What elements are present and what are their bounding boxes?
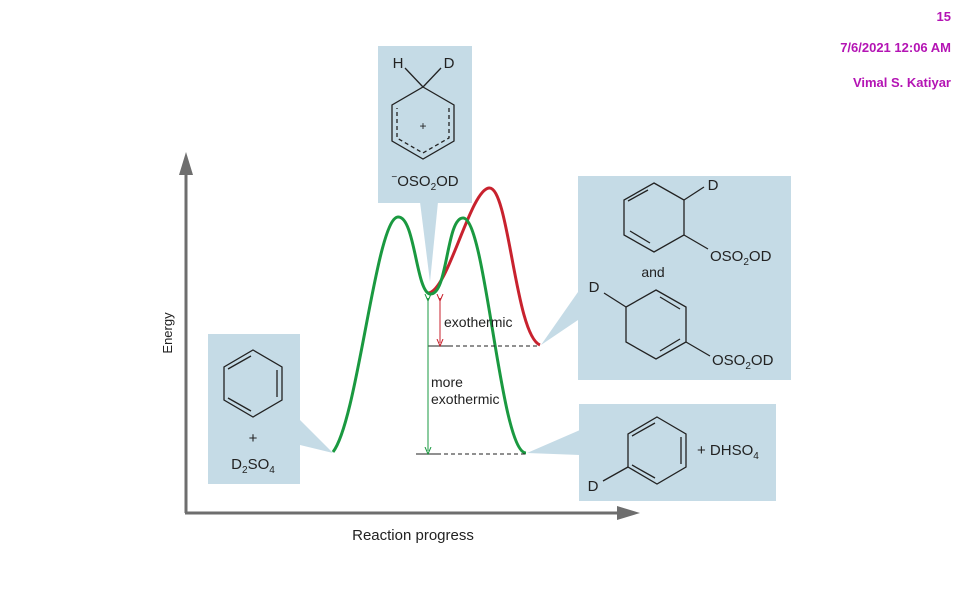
substitution-products-callout: D + DHSO4 xyxy=(527,404,776,501)
slide-datetime: 7/6/2021 12:06 AM xyxy=(840,40,951,55)
x-axis-label: Reaction progress xyxy=(352,527,474,544)
addition-bottom-group: OSO2OD xyxy=(712,352,774,372)
substitution-products-box xyxy=(579,404,776,501)
addition-pathway-curve xyxy=(427,186,541,347)
intermediate-h-label: H xyxy=(393,55,404,72)
addition-conjunction: and xyxy=(641,264,664,280)
reagent-formula: D2SO4 xyxy=(231,456,275,476)
intermediate-box xyxy=(378,46,472,203)
more-exothermic-label-line1: more xyxy=(431,374,463,390)
x-axis-arrowhead xyxy=(617,506,640,520)
counterion-formula: −OSO2OD xyxy=(391,172,458,193)
axes: Energy Reaction progress xyxy=(160,152,640,544)
more-exothermic-label-line2: exothermic xyxy=(431,391,499,407)
addition-products-callout: D OSO2OD and D OSO2OD xyxy=(541,176,791,380)
reactants-box xyxy=(208,334,300,484)
substitution-callout-pointer xyxy=(527,430,580,455)
slide-number: 15 xyxy=(936,9,951,24)
reactants-callout: + D2SO4 xyxy=(208,334,333,484)
intermediate-d-label: D xyxy=(444,55,455,72)
reactants-callout-pointer xyxy=(300,420,333,453)
addition-bottom-d-label: D xyxy=(589,279,600,296)
intermediate-callout: H D + −OSO2OD xyxy=(378,46,472,282)
cyclohexadiene-icon-2 xyxy=(603,289,711,360)
intermediate-callout-pointer xyxy=(420,202,438,282)
arenium-ion-icon xyxy=(391,67,455,160)
addition-top-group: OSO2OD xyxy=(710,248,772,268)
byproduct-formula: + DHSO4 xyxy=(697,442,759,462)
slide-author: Vimal S. Katiyar xyxy=(852,75,951,90)
y-axis-arrowhead xyxy=(179,152,193,175)
cyclohexadiene-icon-1 xyxy=(623,182,709,253)
addition-top-d-label: D xyxy=(708,177,719,194)
y-axis-label: Energy xyxy=(160,312,175,354)
addition-callout-pointer xyxy=(541,292,578,345)
substitution-d-label: D xyxy=(588,478,599,495)
intermediate-charge: + xyxy=(419,119,426,133)
benzene-icon xyxy=(223,349,283,418)
deuterobenzene-icon xyxy=(602,416,687,485)
exothermic-label: exothermic xyxy=(444,314,512,330)
reactants-plus: + xyxy=(249,430,258,447)
